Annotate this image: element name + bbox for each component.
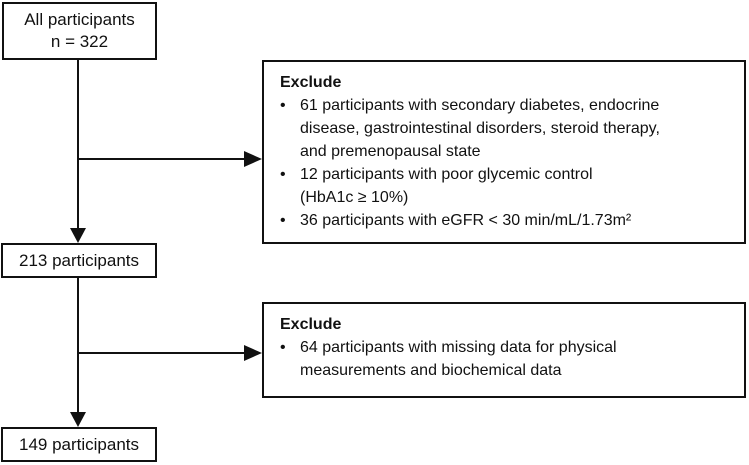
bullet-icon: •	[280, 97, 286, 114]
arrowhead-down-icon	[70, 412, 86, 427]
mid-box-label: 213 participants	[18, 250, 140, 270]
arrowhead-right-icon	[244, 345, 262, 361]
exclusion-item: • 12 participants with poor glycemic con…	[280, 163, 730, 209]
exclusion-item-line: 36 participants with eGFR < 30 min/mL/1.…	[300, 212, 632, 229]
bullet-icon: •	[280, 166, 286, 183]
exclusion-item-line: 12 participants with poor glycemic contr…	[300, 166, 593, 183]
end-box-149-participants: 149 participants	[1, 427, 157, 462]
exclusion-box-1: Exclude • 61 participants with secondary…	[262, 60, 746, 244]
start-box-all-participants: All participants n = 322	[2, 2, 157, 60]
exclusion-item: • 61 participants with secondary diabete…	[280, 94, 730, 163]
exclusion-item: • 64 participants with missing data for …	[280, 336, 730, 382]
connector-branch-2	[78, 352, 246, 354]
connector-branch-1	[78, 158, 246, 160]
start-box-line1: All participants	[24, 10, 135, 29]
connector-vertical-2	[77, 277, 79, 412]
end-box-label: 149 participants	[18, 434, 140, 454]
bullet-icon: •	[280, 212, 286, 229]
arrowhead-right-icon	[244, 151, 262, 167]
arrowhead-down-icon	[70, 228, 86, 243]
bullet-icon: •	[280, 339, 286, 356]
exclusion-item-line: measurements and biochemical data	[300, 362, 562, 379]
exclusion-item: • 36 participants with eGFR < 30 min/mL/…	[280, 209, 730, 232]
start-box-line2: n = 322	[50, 32, 109, 51]
mid-box-213-participants: 213 participants	[1, 243, 157, 278]
exclusion-item-line: 64 participants with missing data for ph…	[300, 339, 617, 356]
connector-vertical-1	[77, 60, 79, 228]
exclusion-box-1-title: Exclude	[280, 74, 342, 91]
exclusion-box-2-title: Exclude	[280, 316, 342, 333]
exclusion-item-line: disease, gastrointestinal disorders, ste…	[300, 120, 660, 137]
exclusion-item-line: 61 participants with secondary diabetes,…	[300, 97, 660, 114]
exclusion-item-line: (HbA1c ≥ 10%)	[300, 189, 409, 206]
exclusion-box-2: Exclude • 64 participants with missing d…	[262, 302, 746, 398]
exclusion-item-line: and premenopausal state	[300, 143, 481, 160]
